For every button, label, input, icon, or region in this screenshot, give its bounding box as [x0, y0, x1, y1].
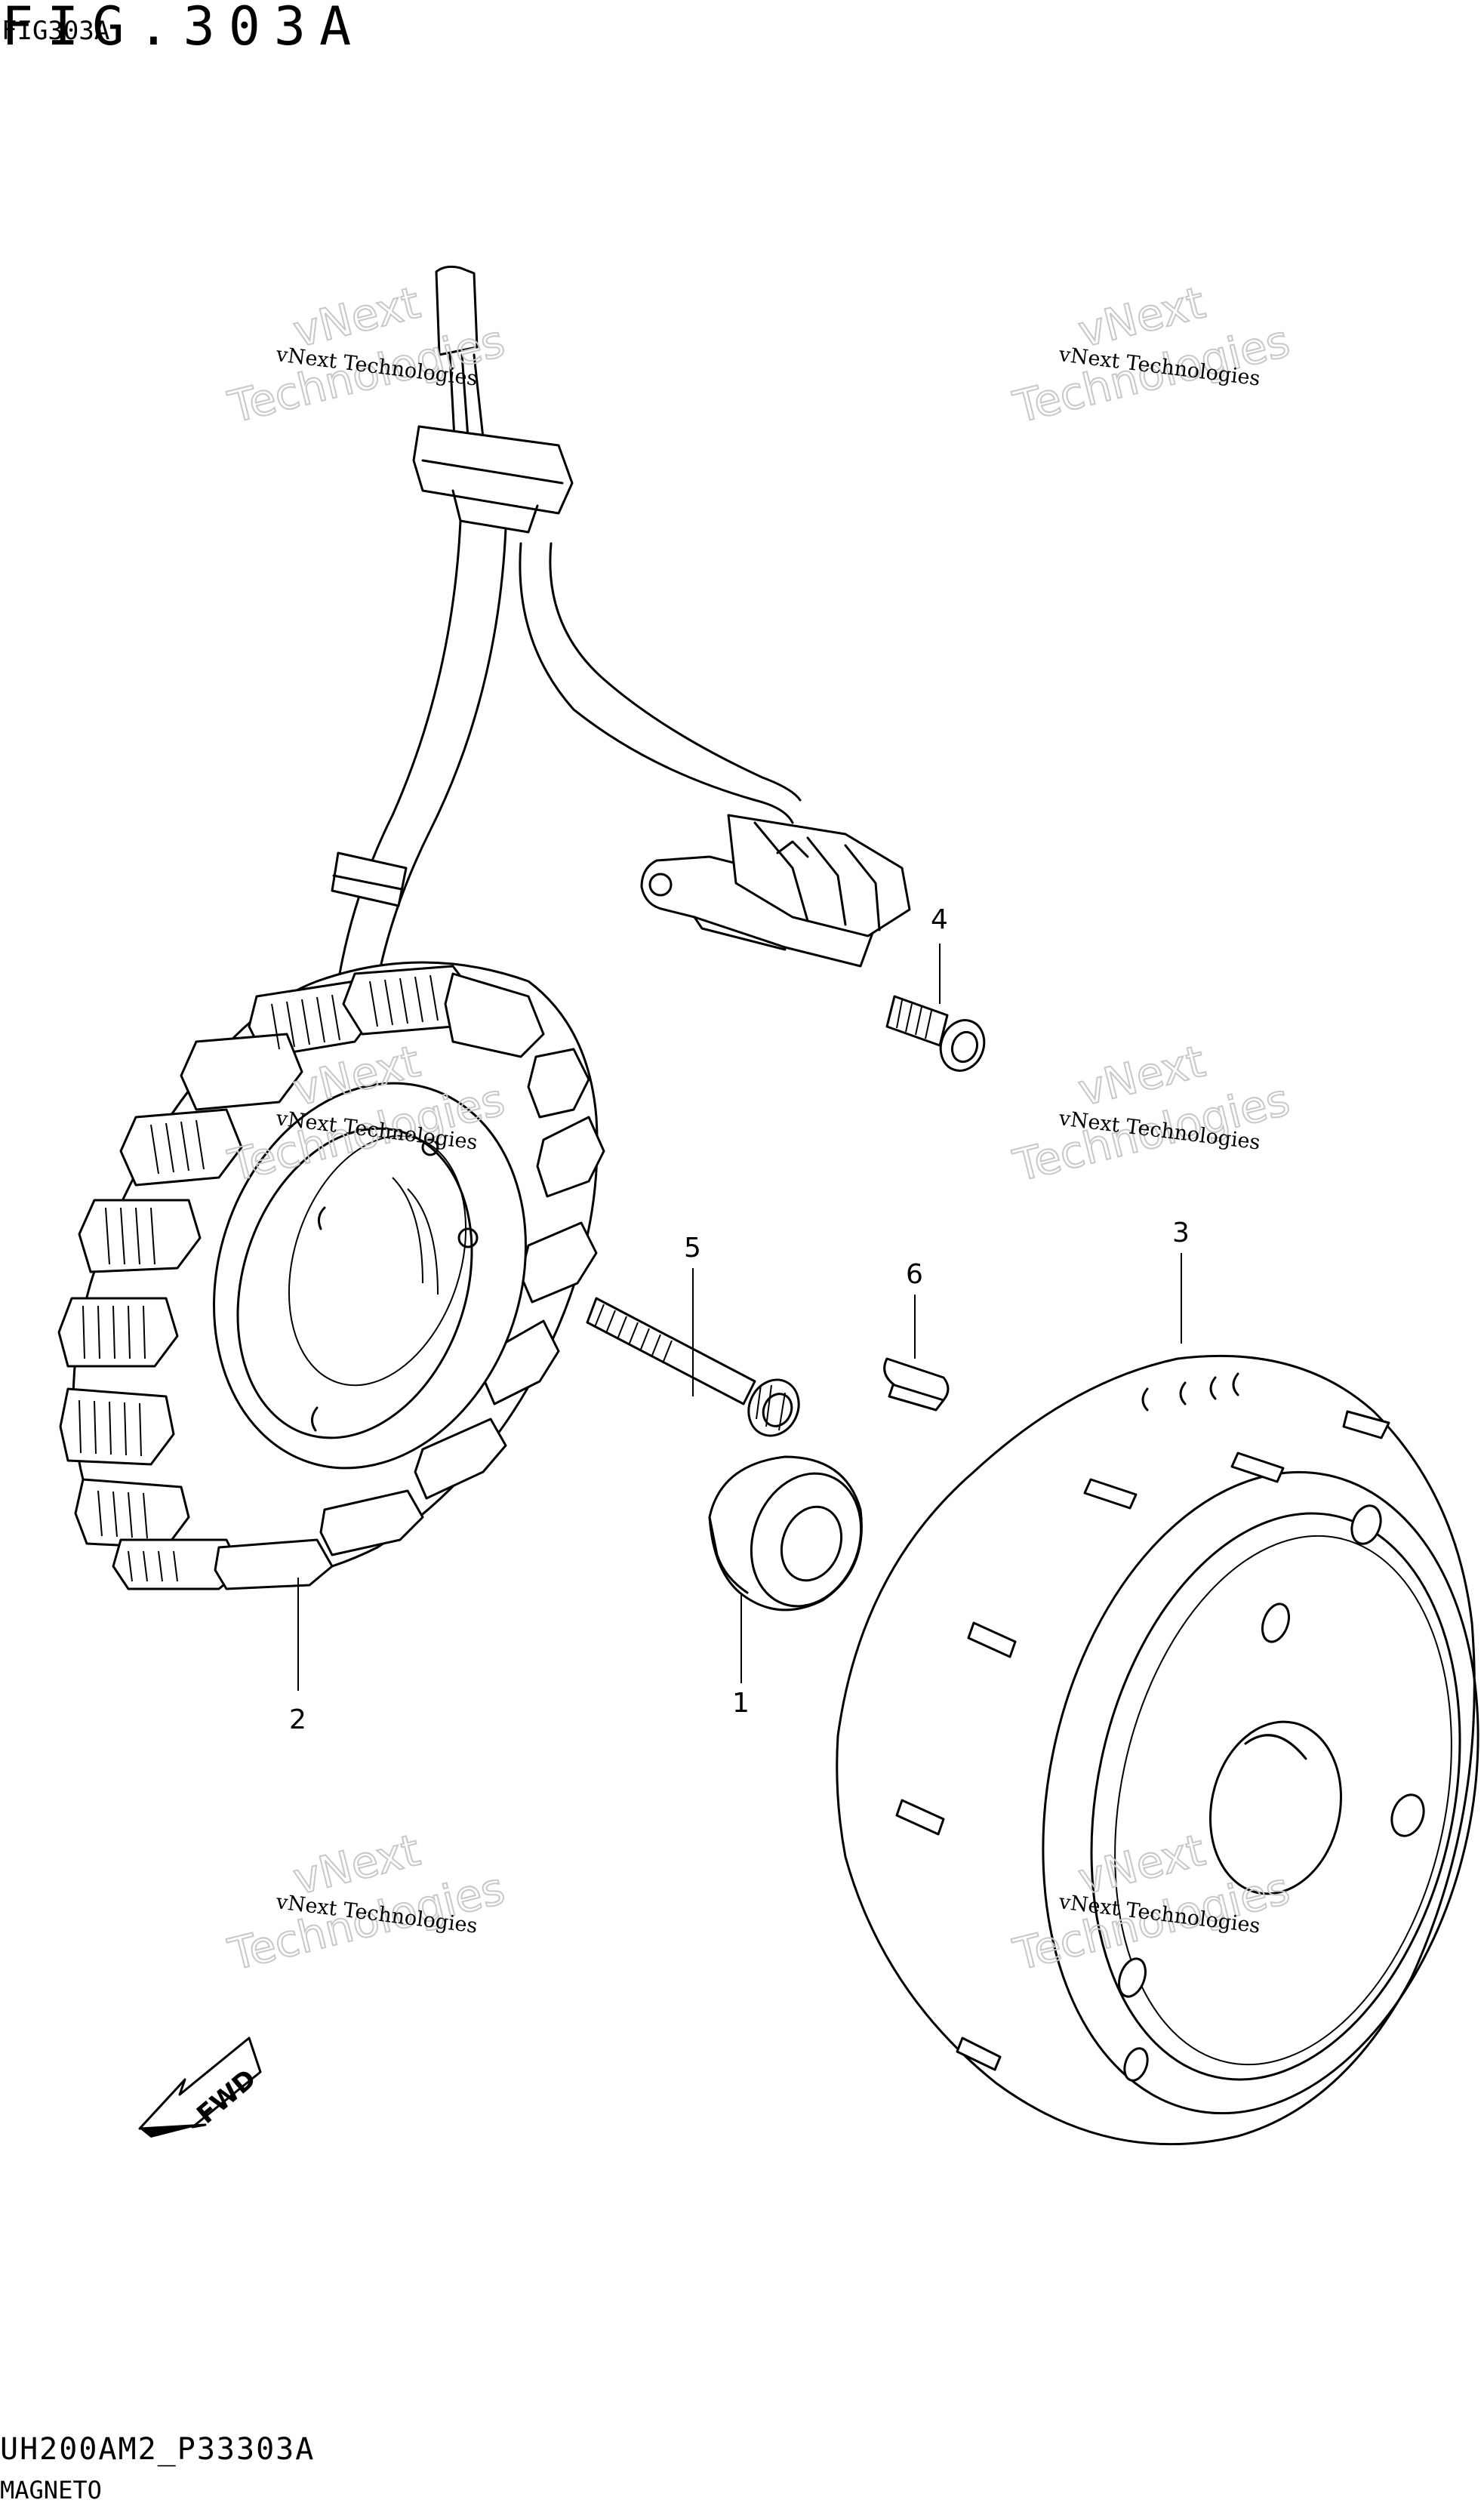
watermark-2: vNext Technologies vNext Technologies: [1008, 276, 1295, 434]
watermark-4: vNext Technologies vNext Technologies: [1008, 1035, 1295, 1193]
pickup-coil: [640, 814, 911, 968]
watermark-5: vNext Technologies vNext Technologies: [223, 1824, 510, 1981]
callout-4: 4: [931, 904, 948, 935]
figure-title: FIG.303A: [2, 0, 365, 57]
woodruff-key: [883, 1357, 950, 1412]
flywheel-rotor: [836, 1354, 1479, 2146]
callout-5: 5: [684, 1233, 701, 1264]
callout-leaders: [297, 944, 1182, 1691]
callout-6: 6: [906, 1259, 923, 1290]
model-code: UH200AM2_P33303A: [0, 2432, 316, 2467]
pickup-screw: [885, 995, 986, 1072]
figure-title-overlap: FIG303A: [2, 16, 110, 46]
section-name: MAGNETO: [0, 2476, 102, 2504]
callout-2: 2: [289, 1704, 306, 1735]
rotor-sleeve: [708, 1455, 863, 1612]
wire-harness: [331, 265, 802, 983]
stator-coil: [57, 961, 605, 1590]
callout-3: 3: [1172, 1218, 1190, 1248]
callout-1: 1: [732, 1688, 750, 1719]
stator-poles: [57, 965, 605, 1590]
forward-direction-arrow: FWD: [138, 2037, 262, 2138]
stator-bolt: [586, 1297, 800, 1437]
